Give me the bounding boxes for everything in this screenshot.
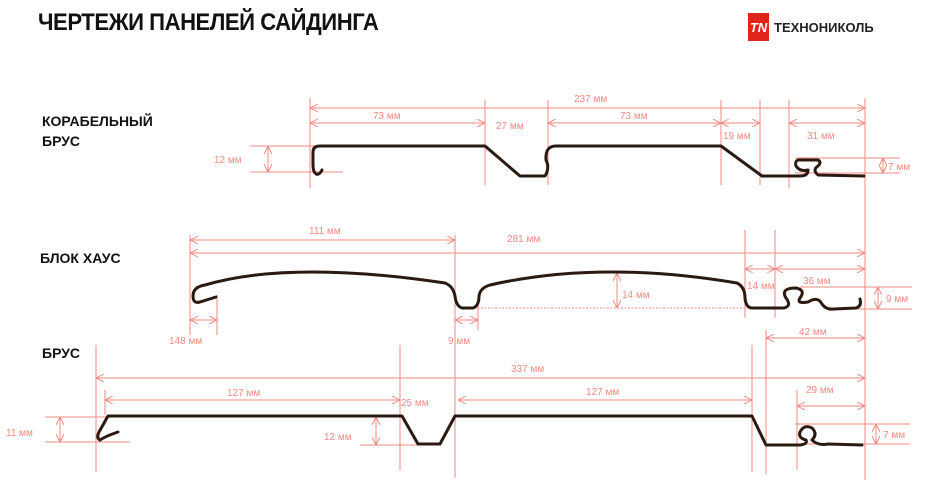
- drawing-ship-beam: 237 мм 73 мм 27 мм 73 мм 19 мм 31 мм 12 …: [214, 94, 910, 480]
- dim-a: 111 мм: [309, 226, 341, 237]
- dim-d: 19 мм: [723, 131, 751, 142]
- dim-c: 73 мм: [620, 111, 648, 122]
- dim-lock: 7 мм: [883, 430, 905, 441]
- dim-left: 148 мм: [169, 336, 202, 347]
- dim-lock: 7 мм: [888, 162, 910, 173]
- dimension-arrows: [60, 338, 876, 444]
- profile-beam: [96, 414, 864, 447]
- logo-text: ТЕХНОНИКОЛЬ: [774, 19, 874, 35]
- logo-mark-icon: TN: [748, 13, 769, 41]
- extension-lines: [250, 98, 900, 480]
- dim-e: 31 мм: [807, 131, 835, 142]
- dim-a: 127 мм: [227, 388, 260, 399]
- dim-d: 29 мм: [806, 385, 834, 396]
- dim-total: 281 мм: [507, 234, 540, 245]
- dim-b: 25 мм: [401, 398, 429, 409]
- dim-b: 27 мм: [496, 121, 524, 132]
- dim-depth: 14 мм: [622, 290, 650, 301]
- dim-height: 12 мм: [214, 155, 242, 166]
- dim-lock-width: 42 мм: [799, 327, 827, 338]
- dim-groove: 9 мм: [448, 336, 470, 347]
- dim-c: 36 мм: [803, 276, 831, 287]
- drawing-beam: 42 мм 337 мм 127 мм 25 мм 127 мм 29 мм 1…: [6, 327, 910, 474]
- brand-logo: TN ТЕХНОНИКОЛЬ: [748, 13, 874, 41]
- dim-total: 237 мм: [574, 94, 607, 105]
- dimension-arrows: [191, 240, 878, 320]
- dimension-arrows: [268, 108, 883, 172]
- drawing-block-house: 111 мм 281 мм 14 мм 14 мм 36 мм 9 мм 148…: [169, 226, 912, 478]
- profile-ship-beam: [311, 144, 866, 178]
- dim-lock: 9 мм: [886, 294, 908, 305]
- extension-lines: [45, 330, 910, 474]
- section-title-beam: БРУС: [42, 345, 81, 361]
- section-title-ship-beam: КОРАБЕЛЬНЫЙ БРУС: [42, 113, 153, 149]
- section-title-block-house: БЛОК ХАУС: [40, 250, 121, 266]
- dim-c: 127 мм: [586, 387, 619, 398]
- page-title: ЧЕРТЕЖИ ПАНЕЛЕЙ САЙДИНГА: [38, 9, 379, 36]
- dim-a: 73 мм: [373, 111, 401, 122]
- dim-total: 337 мм: [511, 364, 544, 375]
- dim-b: 14 мм: [747, 281, 775, 292]
- dim-height: 11 мм: [6, 428, 33, 439]
- profile-block-house: [191, 270, 862, 311]
- dim-groove: 12 мм: [324, 432, 352, 443]
